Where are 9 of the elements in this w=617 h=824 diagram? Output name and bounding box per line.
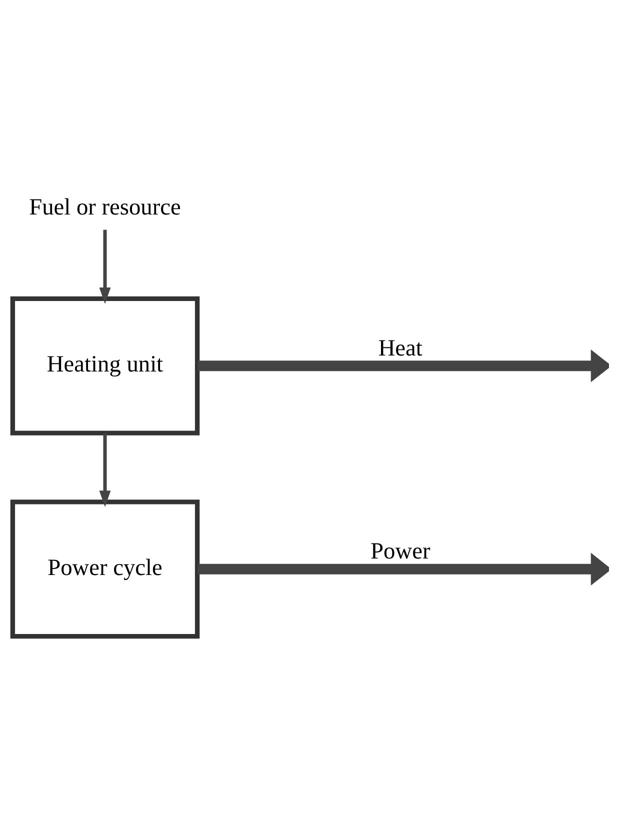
arrow bbox=[198, 349, 609, 382]
arrow bbox=[99, 433, 111, 507]
node-box: Heating unit bbox=[10, 296, 200, 436]
edge-label: Power bbox=[370, 538, 430, 565]
node-text: Fuel or resource bbox=[29, 194, 181, 221]
edge-label: Heat bbox=[378, 335, 422, 362]
node-box: Power cycle bbox=[10, 500, 200, 639]
arrow bbox=[99, 230, 111, 304]
arrow bbox=[198, 552, 609, 586]
